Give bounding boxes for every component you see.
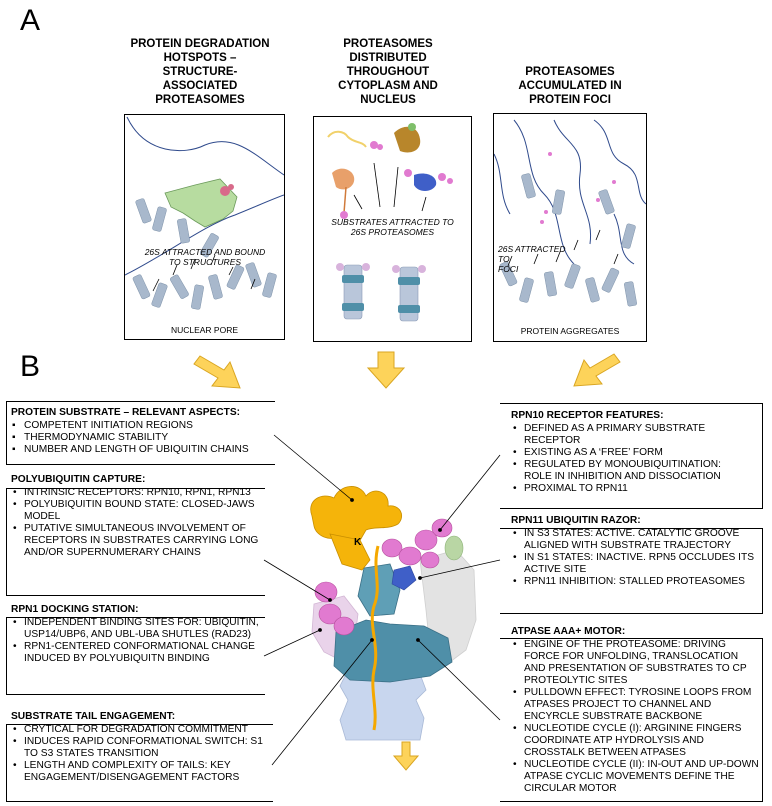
tail-engagement-section: SUBSTRATE TAIL ENGAGEMENT: CRYTICAL FOR … [11, 711, 273, 784]
section-item: IN S1 STATES: INACTIVE. RPN5 OCCLUDES IT… [511, 552, 761, 576]
section-item: LENGTH AND COMPLEXITY OF TAILS: KEY ENGA… [11, 760, 273, 784]
atpase-motor-section: ATPASE AAA+ MOTOR: ENGINE OF THE PROTEAS… [511, 626, 761, 795]
section-item: NUCLEOTIDE CYCLE (I): ARGININE FINGERS C… [511, 723, 761, 759]
section-item: COMPETENT INITIATION REGIONS [11, 420, 276, 432]
section-item: INDEPENDENT BINDING SITES FOR: UBIQUITIN… [11, 617, 263, 641]
exit-arrow [392, 741, 420, 771]
rpn10-features-bracket [500, 403, 763, 509]
section-title: ATPASE AAA+ MOTOR: [511, 626, 626, 637]
section-item: RPN1-CENTERED CONFORMATIONAL CHANGE INDU… [11, 641, 263, 665]
atpase-motor-bracket [500, 638, 763, 802]
distributed-proteasomes-illustration [327, 123, 453, 322]
right-down-arrow [573, 353, 621, 387]
core-particle [339, 673, 427, 741]
protein-foci-caption: PROTEIN AGGREGATES [520, 326, 620, 336]
section-item: ENGINE OF THE PROTEASOME: DRIVING FORCE … [511, 639, 761, 687]
section-item: IN S3 STATES: ACTIVE. CATALYTIC GROOVE A… [511, 528, 761, 552]
section-item: DEFINED AS A PRIMARY SUBSTRATE RECEPTOR [511, 423, 751, 447]
section-item: REGULATED BY MONOUBIQUITINATION: ROLE IN… [511, 459, 751, 483]
rpn10-features-section: RPN10 RECEPTOR FEATURES: DEFINED AS A PR… [511, 410, 751, 495]
section-item: NUCLEOTIDE CYCLE (II): IN-OUT AND UP-DOW… [511, 759, 761, 795]
section-title: PROTEIN SUBSTRATE – RELEVANT ASPECTS: [11, 407, 241, 418]
proteasome-illustration: K [310, 486, 477, 771]
section-item: INTRINSIC RECEPTORS: RPN10, RPN1, RPN13 [11, 487, 263, 499]
section-item: PROXIMAL TO RPN11 [511, 483, 751, 495]
section-item: NUMBER AND LENGTH OF UBIQUITIN CHAINS [11, 444, 276, 456]
rpn11-razor-bracket [500, 528, 763, 614]
middle-down-arrow [366, 351, 406, 389]
protein-foci-illustration [494, 119, 646, 307]
section-item: CRYTICAL FOR DEGRADATION COMMITMENT [11, 724, 273, 736]
section-title: RPN1 DOCKING STATION: [11, 604, 139, 615]
lysine-label: K [354, 537, 362, 548]
section-title: POLYUBIQUITIN CAPTURE: [11, 474, 146, 485]
nuclear-pore-caption: NUCLEAR PORE [170, 325, 239, 335]
section-item: INDUCES RAPID CONFORMATIONAL SWITCH: S1 … [11, 736, 273, 760]
panel-a-label: A [20, 4, 41, 37]
section-title: SUBSTRATE TAIL ENGAGEMENT: [11, 711, 176, 722]
section-item: PUTATIVE SIMULTANEOUS INVOLVEMENT OF REC… [11, 523, 263, 559]
panel-transition-arrows [193, 351, 621, 389]
polyubiquitin-capture-bracket [6, 488, 265, 596]
tail-engagement-bracket [6, 724, 273, 802]
rpn1-docking-bracket [6, 617, 265, 695]
substrate-aspects-section: PROTEIN SUBSTRATE – RELEVANT ASPECTS: CO… [11, 407, 276, 456]
section-item: PULLDOWN EFFECT: TYROSINE LOOPS FROM ATP… [511, 687, 761, 723]
section-item: THERMODYNAMIC STABILITY [11, 432, 276, 444]
substrate-strand [370, 545, 380, 731]
rpn11-razor-section: RPN11 UBIQUITIN RAZOR: IN S3 STATES: ACT… [511, 515, 761, 588]
substrate-aspects-bracket [6, 401, 275, 465]
rpn1-docking-section: RPN1 DOCKING STATION: INDEPENDENT BINDIN… [11, 604, 263, 665]
section-item: POLYUBIQUITIN BOUND STATE: CLOSED-JAWS M… [11, 499, 263, 523]
section-title: RPN10 RECEPTOR FEATURES: [511, 410, 664, 421]
left-down-arrow [193, 355, 241, 389]
regulatory-particle [310, 486, 402, 545]
section-item: EXISTING AS A ‘FREE’ FORM [511, 447, 751, 459]
section-title: RPN11 UBIQUITIN RAZOR: [511, 515, 641, 526]
nuclear-pore-illustration [125, 116, 284, 310]
rpn10-domain [444, 535, 464, 561]
panel-b-label: B [20, 350, 41, 383]
polyubiquitin-capture-section: POLYUBIQUITIN CAPTURE: INTRINSIC RECEPTO… [11, 474, 263, 559]
rpn11-domain [391, 565, 417, 591]
section-item: RPN11 INHIBITION: STALLED PROTEASOMES [511, 576, 761, 588]
